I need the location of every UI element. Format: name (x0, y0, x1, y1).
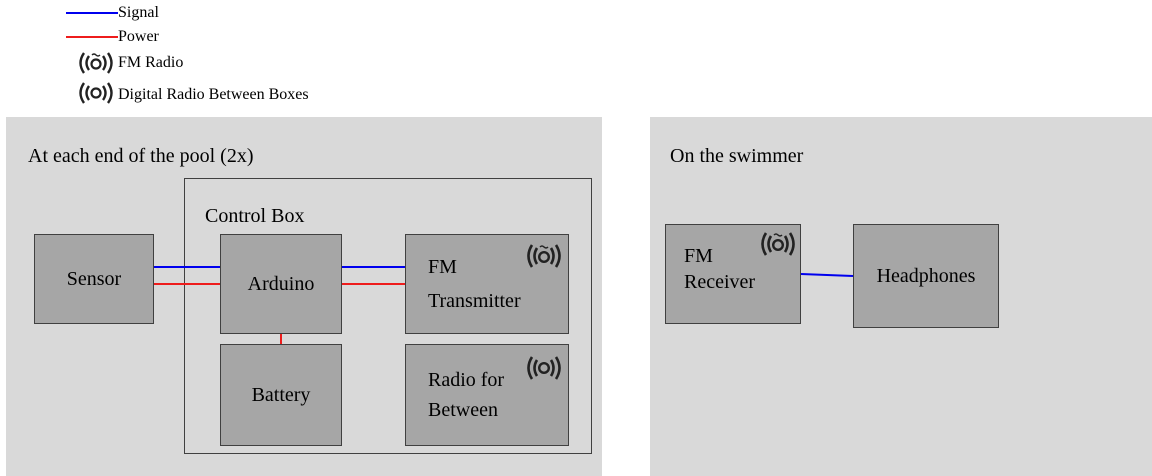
fm-transmitter-box: FM Transmitter (405, 234, 569, 334)
panel-title-pool-end: At each end of the pool (2x) (28, 145, 254, 167)
signal-wire-receiver-headphones (800, 273, 854, 277)
legend-fm-label: FM Radio (118, 54, 184, 71)
signal-wire-sensor-arduino (154, 266, 220, 268)
battery-box: Battery (220, 344, 342, 446)
signal-line-swatch (66, 12, 118, 14)
power-wire-arduino-battery (280, 334, 282, 344)
panel-pool-end: At each end of the pool (2x) Control Box… (6, 117, 602, 476)
sensor-label: Sensor (66, 268, 122, 290)
signal-wire-arduino-transmitter (342, 266, 405, 268)
legend-digital-label: Digital Radio Between Boxes (118, 86, 309, 103)
arduino-label: Arduino (247, 273, 315, 295)
headphones-label: Headphones (876, 265, 976, 287)
arduino-box: Arduino (220, 234, 342, 334)
legend-signal-label: Signal (118, 4, 159, 21)
sensor-box: Sensor (34, 234, 154, 324)
fm-transmitter-line2: Transmitter (428, 290, 521, 312)
digital-radio-icon (79, 82, 113, 104)
fm-transmitter-text: FM Transmitter (406, 250, 521, 318)
fm-radio-icon (527, 244, 561, 268)
power-wire-sensor-arduino (154, 283, 220, 285)
control-box-title: Control Box (205, 205, 305, 227)
headphones-box: Headphones (853, 224, 999, 328)
power-wire-arduino-transmitter (342, 283, 405, 285)
between-radio-line2: Between (428, 399, 498, 421)
between-radio-box: Radio for Between (405, 344, 569, 446)
panel-title-swimmer: On the swimmer (670, 145, 804, 167)
power-line-swatch (66, 36, 118, 38)
between-radio-text: Radio for Between (406, 365, 504, 425)
between-radio-line1: Radio for (428, 369, 505, 391)
fm-receiver-text: FM Receiver (666, 225, 755, 295)
fm-receiver-line1: FM (684, 245, 713, 267)
fm-radio-icon (79, 52, 113, 74)
fm-radio-icon (761, 232, 795, 256)
digital-radio-icon (527, 356, 561, 380)
legend-power-label: Power (118, 28, 159, 45)
fm-receiver-box: FM Receiver (665, 224, 801, 324)
panel-swimmer: On the swimmer FM Receiver Headphones (650, 117, 1152, 476)
battery-label: Battery (251, 384, 311, 406)
fm-transmitter-line1: FM (428, 256, 457, 278)
control-box-frame: Control Box (184, 178, 592, 454)
fm-receiver-line2: Receiver (684, 271, 756, 293)
